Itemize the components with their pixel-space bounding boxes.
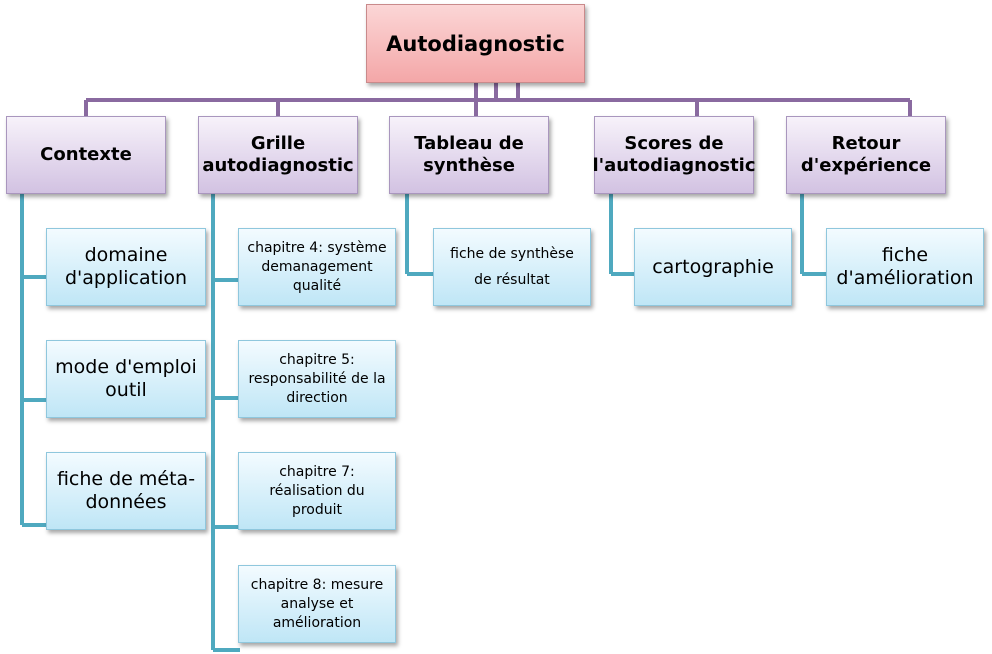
category-label: Retour d'expérience	[800, 133, 932, 176]
leaf-chapitre-4: chapitre 4: système demanagement qualité	[238, 228, 396, 306]
leaf-label: domaine d'application	[64, 244, 188, 289]
category-label: Contexte	[40, 144, 132, 165]
category-label: Scores de l'autodiagnostic	[592, 133, 756, 176]
leaf-mode-emploi: mode d'emploi outil	[46, 340, 206, 418]
category-grille-autodiagnostic: Grille autodiagnostic	[198, 116, 358, 194]
leaf-label: chapitre 8: mesure analyse et améliorati…	[250, 576, 384, 631]
leaf-chapitre-7: chapitre 7: réalisation du produit	[238, 452, 396, 530]
leaf-chapitre-5: chapitre 5: responsabilité de la directi…	[238, 340, 396, 418]
leaf-label: chapitre 5: responsabilité de la directi…	[248, 351, 386, 406]
leaf-fiche-synthese: fiche de synthèse de résultat	[433, 228, 591, 306]
leaf-label: fiche de méta- données	[56, 468, 196, 513]
root-label: Autodiagnostic	[386, 31, 565, 56]
category-contexte: Contexte	[6, 116, 166, 194]
leaf-label: mode d'emploi outil	[55, 356, 197, 401]
leaf-domaine-application: domaine d'application	[46, 228, 206, 306]
root-node: Autodiagnostic	[366, 4, 585, 83]
category-scores: Scores de l'autodiagnostic	[592, 116, 756, 194]
leaf-label: chapitre 4: système demanagement qualité	[247, 239, 387, 294]
leaf-label: cartographie	[652, 255, 774, 278]
leaf-chapitre-8: chapitre 8: mesure analyse et améliorati…	[238, 565, 396, 643]
category-label: Grille autodiagnostic	[202, 133, 354, 176]
leaf-cartographie: cartographie	[634, 228, 792, 306]
root-connectors	[84, 83, 912, 116]
leaf-label: chapitre 7: réalisation du produit	[269, 463, 365, 518]
child-connectors	[20, 194, 826, 652]
leaf-fiche-metadonnees: fiche de méta- données	[46, 452, 206, 530]
category-label: Tableau de synthèse	[414, 133, 524, 176]
category-retour-experience: Retour d'expérience	[786, 116, 946, 194]
leaf-label: fiche de synthèse de résultat	[450, 246, 574, 288]
leaf-fiche-amelioration: fiche d'amélioration	[826, 228, 984, 306]
category-tableau-de-synthese: Tableau de synthèse	[389, 116, 549, 194]
leaf-label: fiche d'amélioration	[836, 244, 974, 289]
